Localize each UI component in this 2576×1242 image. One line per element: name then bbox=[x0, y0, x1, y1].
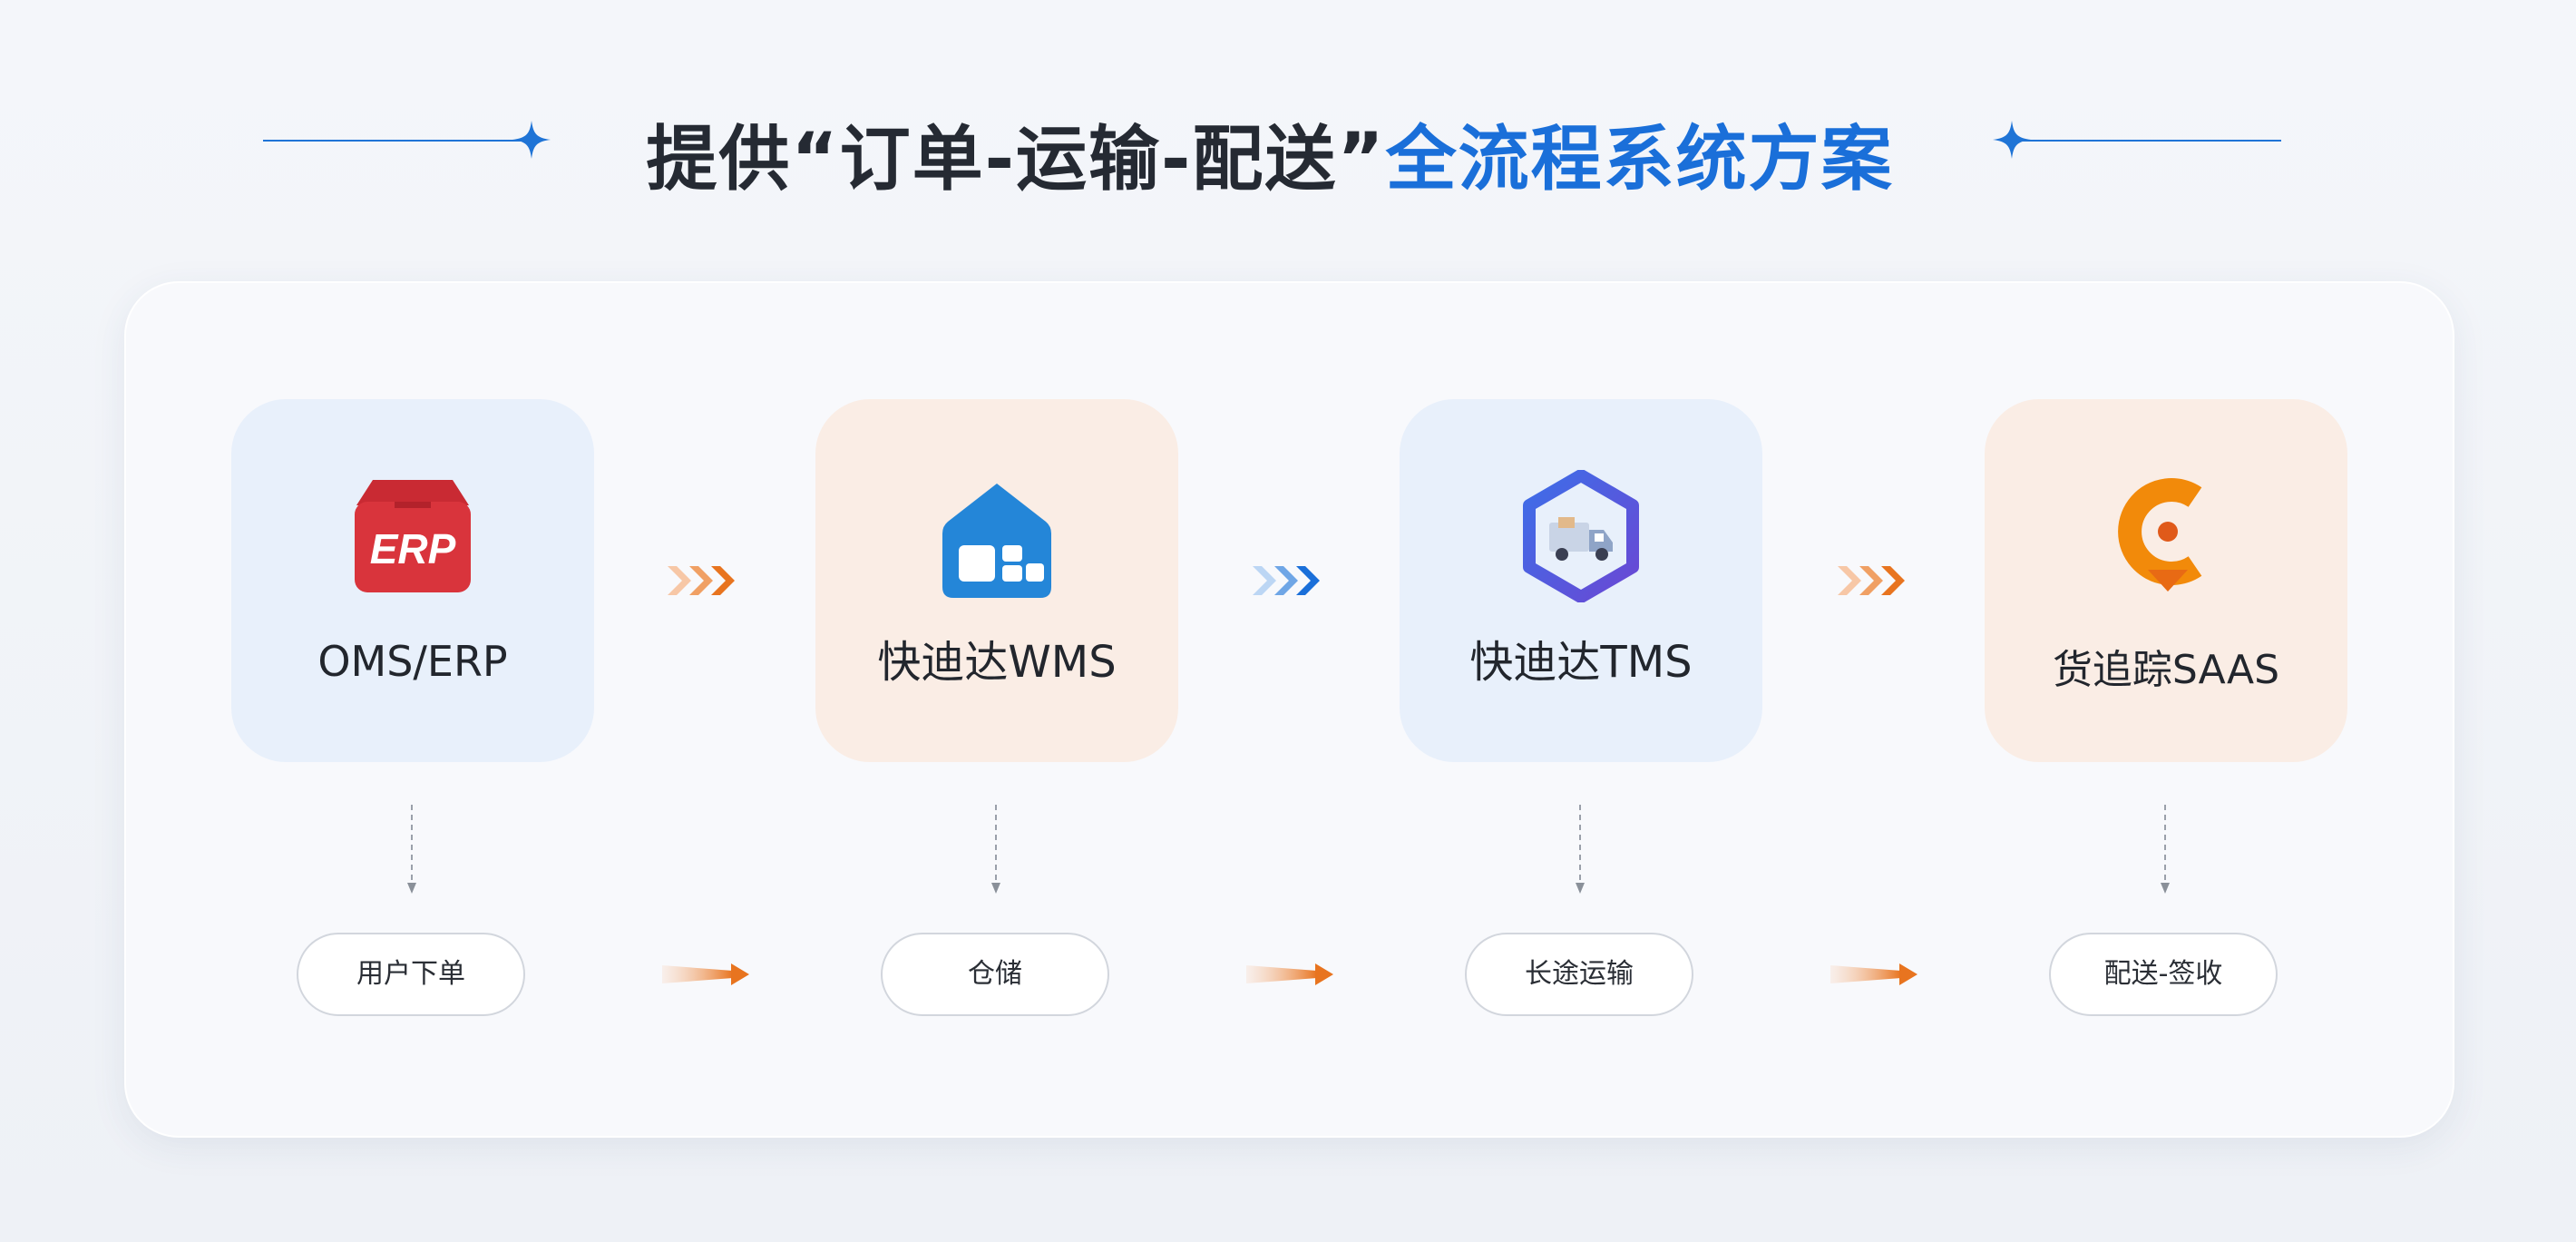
tracking-pin-icon bbox=[2118, 478, 2202, 592]
warehouse-icon bbox=[942, 484, 1051, 598]
card-label: 快迪达WMS bbox=[877, 637, 1117, 688]
header: 提供“订单-运输-配送”全流程系统方案 bbox=[0, 86, 2576, 200]
down-arrow-icon bbox=[991, 805, 1000, 894]
step-pill-transport: 长途运输 bbox=[1465, 933, 1693, 1016]
title-main: 提供“订单-运输-配送” bbox=[646, 119, 1386, 200]
down-arrow-icon bbox=[2161, 805, 2170, 894]
title-divider-right bbox=[2018, 140, 2281, 142]
step-pill-delivery: 配送-签收 bbox=[2049, 933, 2278, 1016]
card-label: 货追踪SAAS bbox=[2052, 647, 2280, 693]
truck-hexagon-icon bbox=[1523, 470, 1639, 602]
erp-icon-text: ERP bbox=[370, 525, 456, 572]
sparkle-left-icon bbox=[512, 121, 551, 159]
title-divider-left bbox=[263, 140, 526, 142]
system-card-wms: 快迪达WMS bbox=[815, 399, 1178, 762]
system-card-oms-erp: ERP OMS/ERP bbox=[231, 399, 594, 762]
step-pill-order: 用户下单 bbox=[297, 933, 525, 1016]
chevrons-orange-icon bbox=[1838, 566, 1905, 595]
page-title: 提供“订单-运输-配送”全流程系统方案 bbox=[535, 103, 2005, 204]
chevrons-blue-icon bbox=[1253, 566, 1320, 595]
erp-box-icon: ERP bbox=[355, 480, 471, 592]
arrow-streak-icon bbox=[1246, 963, 1333, 985]
step-pill-storage: 仓储 bbox=[881, 933, 1109, 1016]
arrow-streak-icon bbox=[662, 963, 749, 985]
down-arrow-icon bbox=[407, 805, 416, 894]
card-label: OMS/ERP bbox=[317, 637, 508, 686]
card-label: 快迪达TMS bbox=[1469, 637, 1693, 688]
system-card-saas: 货追踪SAAS bbox=[1985, 399, 2347, 762]
sparkle-right-icon bbox=[1993, 121, 2031, 159]
down-arrow-icon bbox=[1576, 805, 1585, 894]
chevrons-orange-icon bbox=[668, 566, 735, 595]
title-accent: 全流程系统方案 bbox=[1385, 119, 1894, 200]
arrow-streak-icon bbox=[1830, 963, 1917, 985]
system-card-tms: 快迪达TMS bbox=[1400, 399, 1762, 762]
